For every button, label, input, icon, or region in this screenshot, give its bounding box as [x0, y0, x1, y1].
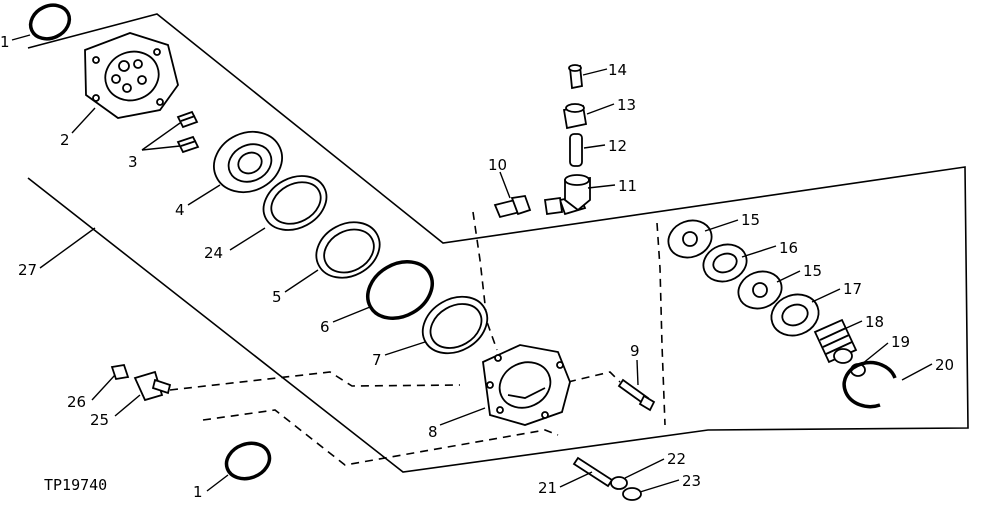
nut-23: [622, 487, 642, 501]
callout-labels: 1 2 3 4 24 5 6 7 8 9 10 11 12 13 14 15 1…: [0, 33, 954, 501]
callout-20: 20: [935, 356, 954, 374]
disc-15-lower: [737, 270, 783, 310]
o-ring-6: [366, 260, 434, 320]
pin-12: [569, 133, 583, 167]
stud-21: [572, 456, 614, 488]
figure-id: TP19740: [44, 476, 107, 494]
rear-housing: [84, 32, 179, 119]
bolt-9: [617, 378, 656, 412]
callout-16: 16: [779, 239, 798, 257]
o-ring-bottom: [224, 441, 272, 481]
callout-5: 5: [272, 288, 282, 306]
springs: [176, 110, 200, 154]
dashed-subassembly-lines: [169, 211, 666, 466]
callout-1-bottom: 1: [193, 483, 203, 501]
callout-25: 25: [90, 411, 109, 429]
callout-12: 12: [608, 137, 627, 155]
callout-3: 3: [128, 153, 138, 171]
callout-13: 13: [617, 96, 636, 114]
callout-9: 9: [630, 342, 640, 360]
front-housing: [482, 344, 571, 426]
callout-7: 7: [372, 351, 382, 369]
callout-15-lower: 15: [803, 262, 822, 280]
callout-23: 23: [682, 472, 701, 490]
bolt-14: [568, 64, 583, 90]
callout-26: 26: [67, 393, 86, 411]
callout-4: 4: [175, 201, 185, 219]
callout-19: 19: [891, 333, 910, 351]
callout-10: 10: [488, 156, 507, 174]
callout-27: 27: [18, 261, 37, 279]
o-ring-top: [28, 3, 72, 41]
nut-13: [562, 103, 588, 130]
callout-24: 24: [204, 244, 223, 262]
callout-22: 22: [667, 450, 686, 468]
assembly-outline: [27, 13, 969, 473]
ring-24: [262, 175, 328, 231]
ring-7: [421, 295, 489, 355]
disc-15-upper: [667, 219, 713, 259]
seal: [315, 221, 381, 279]
fitting-10: [493, 194, 532, 219]
callout-1-top: 1: [0, 33, 10, 51]
elbow-25: [133, 370, 172, 402]
leader-lines: [11, 34, 933, 493]
callout-2: 2: [60, 131, 70, 149]
callout-14: 14: [608, 61, 627, 79]
callout-6: 6: [320, 318, 330, 336]
callout-21: 21: [538, 479, 557, 497]
bearing: [213, 130, 283, 194]
plug-26: [110, 363, 130, 381]
snap-ring-20: [842, 360, 897, 409]
disc-17: [770, 293, 820, 337]
callout-17: 17: [843, 280, 862, 298]
callout-15-upper: 15: [741, 211, 760, 229]
washer-22: [610, 476, 628, 490]
callout-8: 8: [428, 423, 438, 441]
gear-18: [813, 318, 858, 364]
elbow-11: [543, 174, 591, 216]
callout-11: 11: [618, 177, 637, 195]
callout-18: 18: [865, 313, 884, 331]
